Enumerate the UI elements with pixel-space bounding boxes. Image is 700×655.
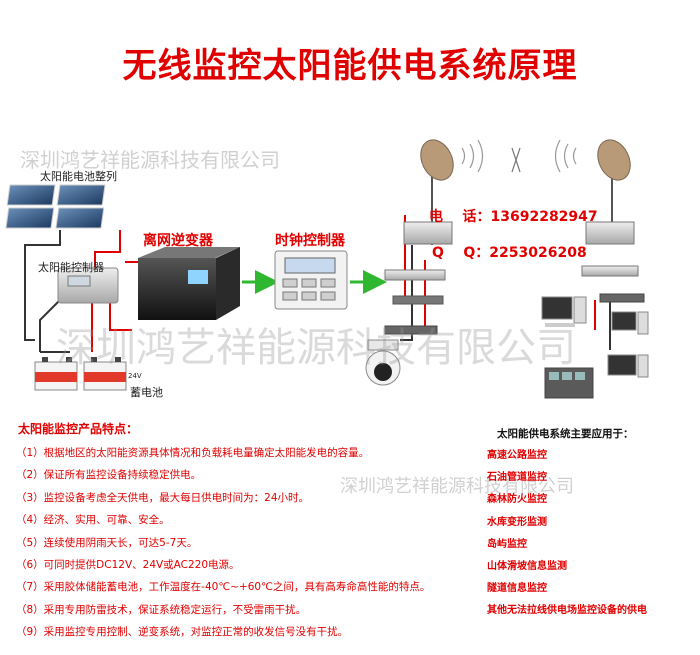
application-item: 森林防火监控 xyxy=(487,494,547,506)
feature-item: （6）可同时提供DC12V、24V或AC220电源。 xyxy=(16,558,240,571)
application-item: 水库变形监测 xyxy=(487,516,547,528)
feature-item: （8）采用专用防雷技术，保证系统稳定运行，不受雷雨干扰。 xyxy=(16,603,307,616)
monitoring-computers xyxy=(541,296,649,399)
feature-item: （2）保证所有监控设备持续稳定供电。 xyxy=(16,469,202,482)
application-item: 石油管道监控 xyxy=(487,472,547,484)
feature-item: （1）根据地区的太阳能资源具体情况和负载耗电量确定太阳能发电的容量。 xyxy=(16,447,370,459)
feature-item: （9）采用监控专用控制、逆变系统，对监控正常的收发信号没有干扰。 xyxy=(16,626,349,639)
wireless-signal xyxy=(461,139,577,173)
feature-item: （4）经济、实用、可靠、安全。 xyxy=(16,514,170,527)
watermark: 深圳鸿艺祥能源科技有限公司 xyxy=(20,148,280,172)
watermark-small: 深圳鸿艺祥能源科技有限公司 xyxy=(340,476,574,497)
solar-array xyxy=(5,184,106,229)
left-wireless-station xyxy=(384,139,454,335)
timer-controller xyxy=(274,250,348,310)
controller-label: 太阳能控制器 xyxy=(38,261,104,274)
inverter xyxy=(138,247,240,320)
feature-item: （5）连续使用阴雨天长，可达5-7天。 xyxy=(16,536,198,549)
timer-label: 时钟控制器 xyxy=(275,233,345,249)
application-item: 其他无法拉线供电场监控设备的供电 xyxy=(487,605,647,617)
solar-array-label: 太阳能电池整列 xyxy=(40,170,117,183)
application-item: 山体滑坡信息监测 xyxy=(487,560,567,572)
inverter-label: 离网逆变器 xyxy=(143,233,213,249)
solar-controller xyxy=(57,267,119,304)
features-title: 太阳能监控产品特点： xyxy=(18,422,139,436)
page-title: 无线监控太阳能供电系统原理 xyxy=(122,46,578,86)
applications-title: 太阳能供电系统主要应用于： xyxy=(497,428,634,440)
application-item: 隧道信息监控 xyxy=(487,583,547,595)
applications-list: 高速公路监控 石油管道监控 森林防火监控 水库变形监测 岛屿监控 山体滑坡信息监… xyxy=(487,445,647,623)
application-item: 高速公路监控 xyxy=(487,450,547,461)
features-list: （1）根据地区的太阳能资源具体情况和负载耗电量确定太阳能发电的容量。 （2）保证… xyxy=(16,442,430,644)
watermark-large: 深圳鸿艺祥能源科技有限公司 xyxy=(56,325,576,371)
dome-camera xyxy=(365,339,401,386)
battery-voltage: 24V xyxy=(128,372,142,380)
feature-item: （3）监控设备考虑全天供电，最大每日供电时间为：24小时。 xyxy=(16,491,310,504)
feature-item: （7）采用胶体储能蓄电池，工作温度在-40℃~+60℃之间，具有高寿命高性能的特… xyxy=(16,581,431,594)
application-item: 岛屿监控 xyxy=(487,538,527,550)
right-wireless-station xyxy=(581,139,645,303)
qq-contact: Q Q：2253026208 xyxy=(432,245,587,261)
battery-bank xyxy=(34,357,127,391)
battery-label: 蓄电池 xyxy=(130,386,163,399)
phone-contact: 电 话：13692282947 xyxy=(429,209,598,225)
